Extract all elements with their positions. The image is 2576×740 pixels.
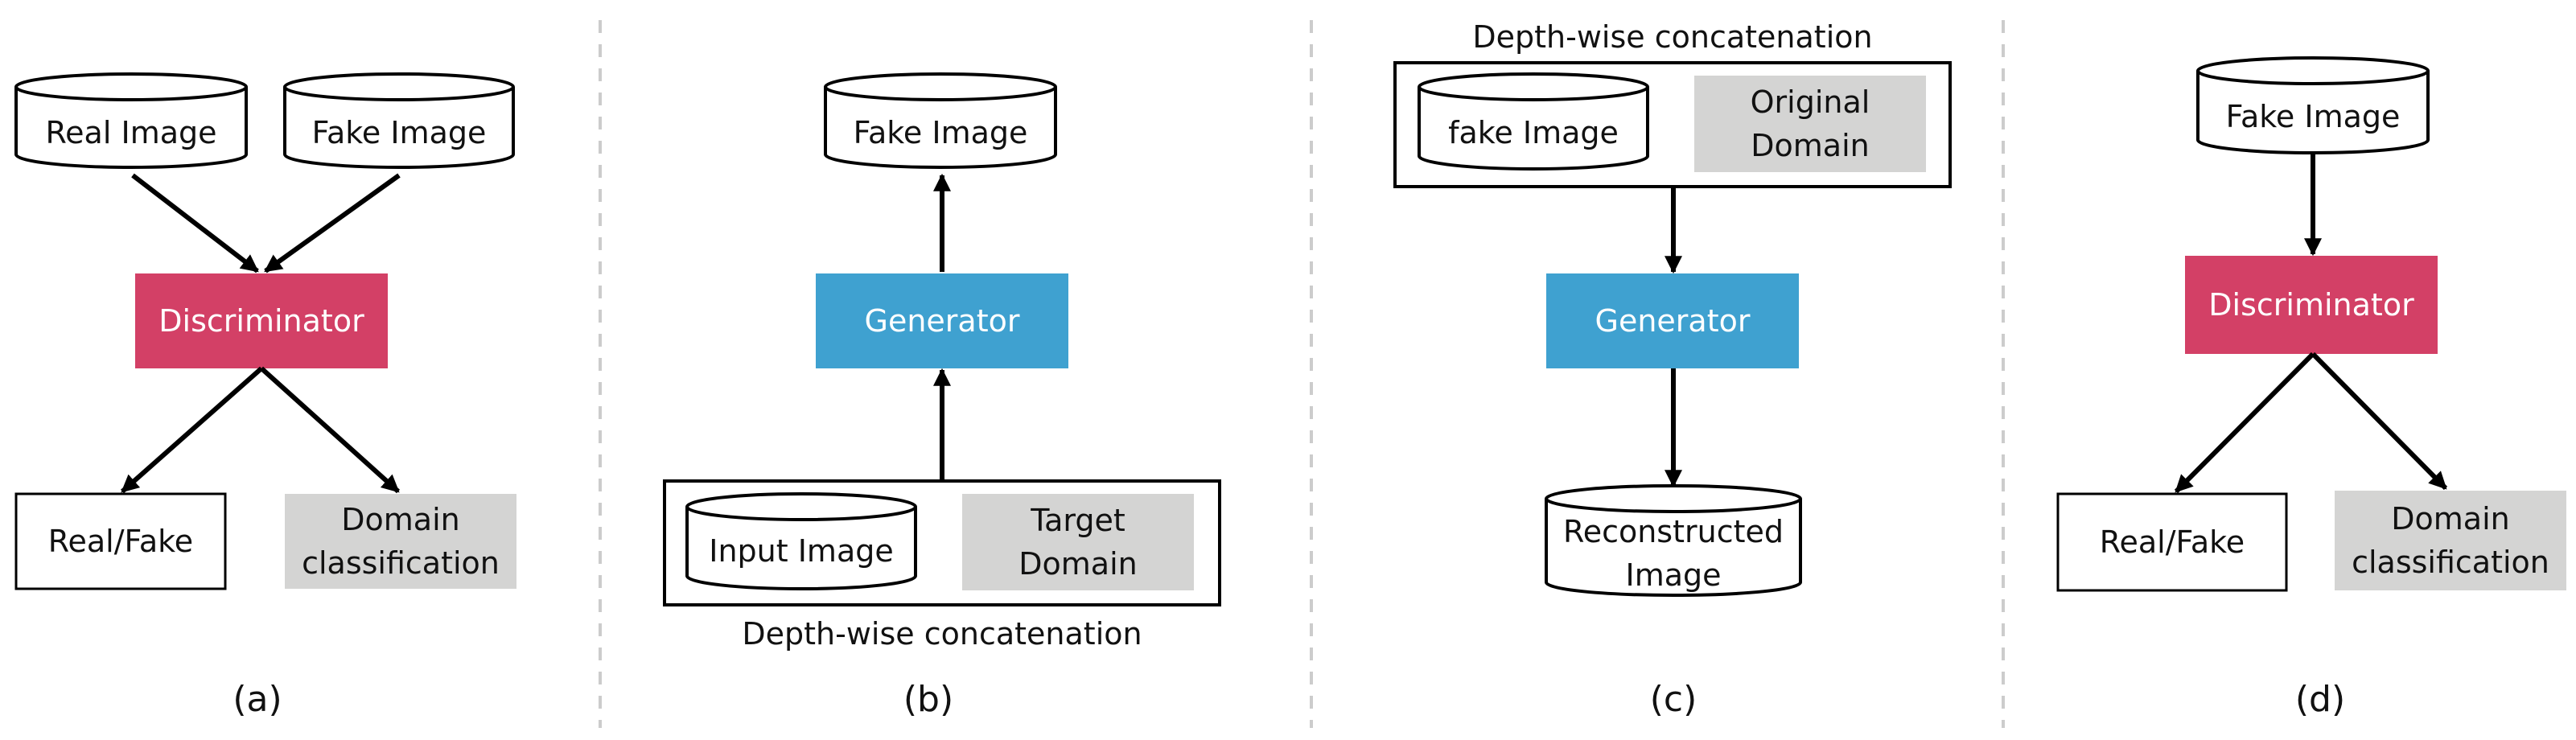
fake-image-label-d: Fake Image: [2225, 99, 2401, 134]
discriminator-label-d: Discriminator: [2208, 287, 2414, 323]
arrow-disc-to-domain-a: [259, 366, 401, 494]
input-image-label-b: Input Image: [709, 533, 894, 569]
generator-label-b: Generator: [864, 303, 1020, 339]
real-fake-label-d: Real/Fake: [2099, 524, 2245, 560]
domain-classification-label-a: Domain classification: [302, 502, 500, 581]
arrow-disc-to-realfake-a: [121, 366, 263, 494]
fake-image-label-a: Fake Image: [311, 115, 487, 150]
discriminator-label-a: Discriminator: [158, 303, 364, 339]
generator-box-b: [816, 273, 1068, 368]
cylinder-input-image-b: [685, 492, 917, 590]
real-fake-box-a: [14, 492, 227, 590]
fake-image-label-c: fake Image: [1448, 115, 1619, 150]
original-domain-label-c: Original Domain: [1750, 84, 1870, 163]
real-image-label-a: Real Image: [45, 115, 217, 150]
discriminator-box-d: [2185, 256, 2438, 354]
domain-classification-label-d: Domain classification: [2352, 501, 2549, 580]
panel-label-b: (b): [903, 679, 954, 720]
generator-label-c: Generator: [1595, 303, 1751, 339]
domain-classification-box-d: [2335, 491, 2566, 590]
cylinder-reconstructed-image-c: [1545, 484, 1802, 597]
real-fake-box-d: [2056, 492, 2288, 592]
generator-box-c: [1546, 273, 1799, 368]
panel-label-a: (a): [232, 679, 282, 720]
target-domain-box-b: [962, 494, 1194, 590]
discriminator-box-a: [135, 273, 388, 368]
cylinder-real-image-a: [14, 72, 248, 169]
cylinder-fake-image-b: [824, 72, 1057, 169]
reconstructed-image-label-c: Reconstructed Image: [1563, 514, 1784, 593]
arrow-fake-to-disc-a: [264, 173, 401, 273]
fake-image-label-b: Fake Image: [853, 115, 1028, 150]
cylinder-fake-image-c: [1418, 72, 1649, 171]
arrow-disc-to-domain-d: [2311, 352, 2448, 491]
panel-label-c: (c): [1649, 679, 1697, 720]
panel-label-d: (d): [2294, 679, 2346, 720]
arrow-disc-to-realfake-d: [2174, 352, 2315, 494]
concat-caption-c: Depth-wise concatenation: [1472, 19, 1873, 55]
concat-caption-b: Depth-wise concatenation: [742, 616, 1142, 652]
domain-classification-box-a: [285, 494, 516, 589]
cylinder-fake-image-d: [2196, 56, 2430, 154]
original-domain-box-c: [1694, 76, 1926, 172]
cylinder-fake-image-a: [283, 72, 515, 169]
arrow-real-to-disc-a: [131, 173, 259, 273]
target-domain-label-b: Target Domain: [1018, 503, 1138, 582]
real-fake-label-a: Real/Fake: [47, 524, 194, 559]
